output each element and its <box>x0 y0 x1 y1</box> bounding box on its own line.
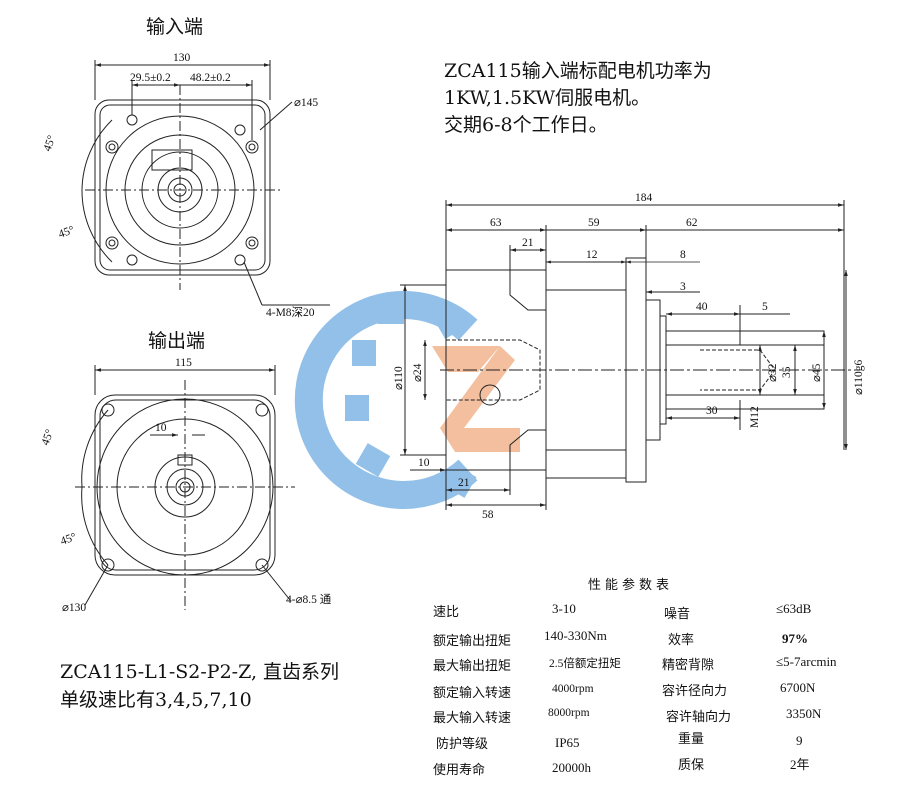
dim-side-3: 3 <box>680 281 686 293</box>
dim-input-offset-a: 29.5±0.2 <box>130 72 171 84</box>
model-line-2: 单级速比有3,4,5,7,10 <box>60 689 252 711</box>
param-value: ≤63dB <box>776 601 812 616</box>
param-value: IP65 <box>555 735 580 750</box>
param-value: 9 <box>796 733 803 748</box>
dim-output-key: 10 <box>155 422 167 434</box>
param-label: 噪音 <box>664 607 691 622</box>
output-end-view <box>75 365 295 610</box>
param-label: 额定输出扭矩 <box>433 634 512 649</box>
dim-side-8: 8 <box>680 249 686 261</box>
param-value: 2年 <box>790 757 810 772</box>
dim-side-30: 30 <box>706 405 718 417</box>
dim-input-angle-bottom: 45° <box>57 224 77 241</box>
param-value: ≤5-7arcmin <box>776 654 837 669</box>
input-end-view <box>81 60 330 306</box>
dim-side-45: ⌀45 <box>811 363 823 382</box>
dim-input-pcd: ⌀145 <box>294 97 318 109</box>
dim-side-110: ⌀110 <box>393 366 405 390</box>
param-value: 6700N <box>780 680 816 695</box>
dim-side-5: 5 <box>762 301 768 313</box>
dim-side-m12: M12 <box>749 406 761 428</box>
param-label: 质保 <box>678 758 705 773</box>
param-table-title: 性能参数表 <box>588 578 674 593</box>
dim-side-seg3: 62 <box>686 217 698 229</box>
param-label: 容许径向力 <box>662 684 728 699</box>
param-label: 使用寿命 <box>433 763 486 778</box>
dim-side-21-top: 21 <box>522 237 534 249</box>
dim-input-angle-top: 45° <box>42 133 59 153</box>
param-value: 8000rpm <box>548 707 590 719</box>
dim-side-12: 12 <box>586 249 598 261</box>
param-label: 精密背隙 <box>662 658 715 673</box>
dim-side-seg1: 63 <box>490 217 502 229</box>
model-line-1: ZCA115-L1-S2-P2-Z, 直齿系列 <box>60 661 340 683</box>
param-label: 容许轴向力 <box>666 710 732 725</box>
param-label: 最大输入转速 <box>433 711 512 726</box>
dim-side-total: 184 <box>635 192 653 204</box>
param-value: 20000h <box>552 760 591 775</box>
input-end-title: 输入端 <box>146 16 204 38</box>
param-value: 4000rpm <box>552 683 594 695</box>
dim-side-58: 58 <box>482 509 494 521</box>
dim-input-width: 130 <box>173 52 191 64</box>
note-line-1: ZCA115输入端标配电机功率为 <box>444 60 712 82</box>
note-line-2: 1KW,1.5KW伺服电机。 <box>444 87 651 109</box>
dim-side-32: ⌀32 <box>767 363 779 382</box>
dim-side-35: 35 <box>781 366 793 378</box>
z-logo-icon <box>432 346 520 452</box>
dim-output-width: 115 <box>175 357 192 369</box>
param-value: 2.5倍额定扭矩 <box>549 658 621 670</box>
param-label: 重量 <box>678 732 705 747</box>
note-line-3: 交期6-8个工作日。 <box>444 114 608 136</box>
param-label: 效率 <box>668 633 695 648</box>
output-end-title: 输出端 <box>148 330 206 352</box>
dim-output-pcd: ⌀130 <box>62 602 86 614</box>
dim-output-angle-top: 45° <box>40 427 57 447</box>
dim-side-110g6: ⌀110g6 <box>853 360 865 395</box>
param-label: 最大输出扭矩 <box>433 659 512 674</box>
param-value: 140-330Nm <box>544 628 607 643</box>
param-value: 3-10 <box>552 601 576 616</box>
dim-side-24: ⌀24 <box>412 363 424 382</box>
dim-output-angle-bottom: 45° <box>59 531 79 548</box>
param-value: 3350N <box>786 706 822 721</box>
side-view <box>400 200 860 510</box>
dim-input-offset-b: 48.2±0.2 <box>190 72 231 84</box>
param-label: 速比 <box>433 605 460 620</box>
param-label: 防护等级 <box>436 737 489 752</box>
dim-output-holes: 4-⌀8.5 通 <box>286 593 332 606</box>
dim-side-10: 10 <box>418 457 430 469</box>
param-label: 额定输入转速 <box>433 686 512 701</box>
watermark-logo <box>294 291 520 509</box>
dim-side-40: 40 <box>696 301 708 313</box>
dim-side-21-bottom: 21 <box>458 477 470 489</box>
dim-input-holes: 4-M8深20 <box>266 305 315 319</box>
dim-side-seg2: 59 <box>588 217 600 229</box>
gear-teeth-icon <box>345 300 477 504</box>
param-value: 97% <box>782 631 808 646</box>
